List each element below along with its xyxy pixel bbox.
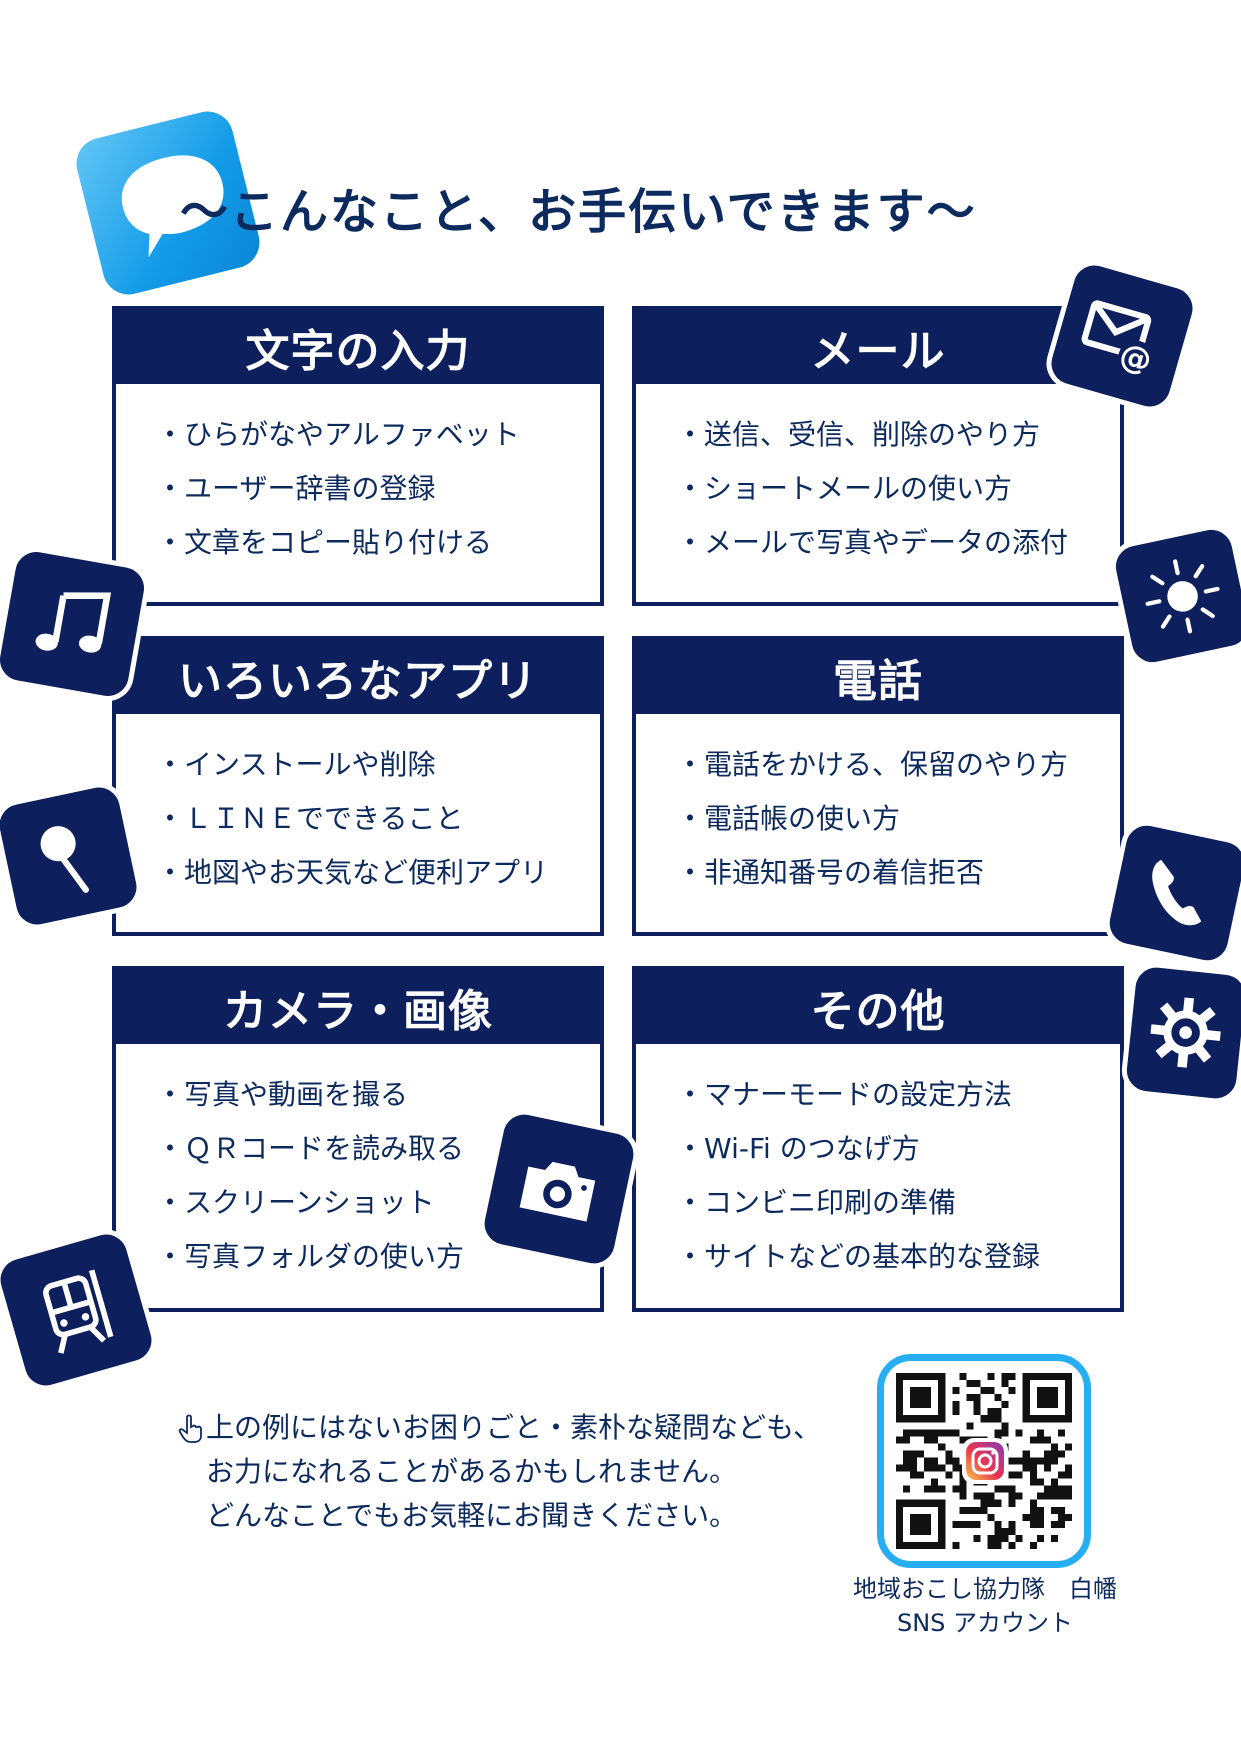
svg-text:@: @ bbox=[1115, 337, 1155, 380]
card-apps: いろいろなアプリ インストールや削除 ＬＩＮＥでできること 地図やお天気など便利… bbox=[112, 636, 604, 936]
card-heading: 電話 bbox=[636, 640, 1120, 714]
map-pin-icon bbox=[40, 826, 90, 893]
instagram-icon bbox=[962, 1438, 1008, 1484]
phone-icon-tile bbox=[1099, 815, 1241, 971]
card-phone: 電話 電話をかける、保留のやり方 電話帳の使い方 非通知番号の着信拒否 bbox=[632, 636, 1124, 936]
train-icon-tile bbox=[0, 1223, 163, 1397]
sun-icon-tile bbox=[1106, 520, 1241, 672]
list-item: 地図やお天気など便利アプリ bbox=[156, 846, 600, 900]
mail-icon: @ bbox=[1081, 300, 1156, 380]
list-item: インストールや削除 bbox=[156, 738, 600, 792]
list-item: サイトなどの基本的な登録 bbox=[676, 1230, 1120, 1284]
list-item: スクリーンショット bbox=[156, 1176, 600, 1230]
card-heading: いろいろなアプリ bbox=[116, 640, 600, 714]
list-item: ＱＲコードを読み取る bbox=[156, 1122, 600, 1176]
caption-line: 地域おこし協力隊 白幡 bbox=[853, 1575, 1117, 1603]
list-item: ＬＩＮＥでできること bbox=[156, 792, 600, 846]
mail-icon-tile: @ bbox=[1040, 254, 1204, 418]
speech-bubble-icon bbox=[121, 155, 224, 258]
train-icon bbox=[43, 1269, 114, 1354]
card-mail: メール 送信、受信、削除のやり方 ショートメールの使い方 メールで写真やデータの… bbox=[632, 306, 1124, 606]
list-item: マナーモードの設定方法 bbox=[676, 1068, 1120, 1122]
list-item: ユーザー辞書の登録 bbox=[156, 462, 600, 516]
list-item: 写真や動画を撮る bbox=[156, 1068, 600, 1122]
music-note-icon bbox=[35, 592, 112, 653]
closing-note: 上の例にはないお困りごと・素朴な疑問なども、 お力になれることがあるかもしれませ… bbox=[180, 1406, 900, 1538]
list-item: ショートメールの使い方 bbox=[676, 462, 1120, 516]
pointing-hand-icon bbox=[178, 1414, 202, 1443]
list-item: ひらがなやアルファベット bbox=[156, 408, 600, 462]
card-heading: カメラ・画像 bbox=[116, 970, 600, 1044]
list-item: コンビニ印刷の準備 bbox=[676, 1176, 1120, 1230]
card-other: その他 マナーモードの設定方法 Wi-Fi のつなげ方 コンビニ印刷の準備 サイ… bbox=[632, 966, 1124, 1312]
note-line: どんなことでもお気軽にお聞きください。 bbox=[206, 1499, 738, 1532]
list-item: 電話帳の使い方 bbox=[676, 792, 1120, 846]
list-item: 写真フォルダの使い方 bbox=[156, 1230, 600, 1284]
list-item: 文章をコピー貼り付ける bbox=[156, 516, 600, 570]
card-text-input: 文字の入力 ひらがなやアルファベット ユーザー辞書の登録 文章をコピー貼り付ける bbox=[112, 306, 604, 606]
gear-icon bbox=[1150, 997, 1222, 1069]
list-item: Wi-Fi のつなげ方 bbox=[676, 1122, 1120, 1176]
speech-bubble-icon-tile bbox=[71, 106, 265, 300]
qr-caption: 地域おこし協力隊 白幡 SNS アカウント bbox=[830, 1572, 1140, 1640]
list-item: 電話をかける、保留のやり方 bbox=[676, 738, 1120, 792]
card-heading: メール bbox=[636, 310, 1120, 384]
phone-icon bbox=[1152, 859, 1202, 925]
gear-icon-tile bbox=[1119, 960, 1241, 1106]
list-item: 送信、受信、削除のやり方 bbox=[676, 408, 1120, 462]
list-item: メールで写真やデータの添付 bbox=[676, 516, 1120, 570]
caption-line: SNS アカウント bbox=[896, 1609, 1074, 1637]
music-note-icon-tile bbox=[0, 542, 154, 706]
sun-icon bbox=[1144, 558, 1220, 634]
camera-icon-tile bbox=[474, 1104, 644, 1274]
note-line: お力になれることがあるかもしれません。 bbox=[206, 1455, 738, 1488]
page-title: 〜こんなこと、お手伝いできます〜 bbox=[180, 184, 977, 240]
card-heading: その他 bbox=[636, 970, 1120, 1044]
note-line: 上の例にはないお困りごと・素朴な疑問なども、 bbox=[206, 1411, 822, 1444]
card-heading: 文字の入力 bbox=[116, 310, 600, 384]
map-pin-icon-tile bbox=[0, 777, 147, 935]
list-item: 非通知番号の着信拒否 bbox=[676, 846, 1120, 900]
camera-icon bbox=[520, 1162, 596, 1223]
